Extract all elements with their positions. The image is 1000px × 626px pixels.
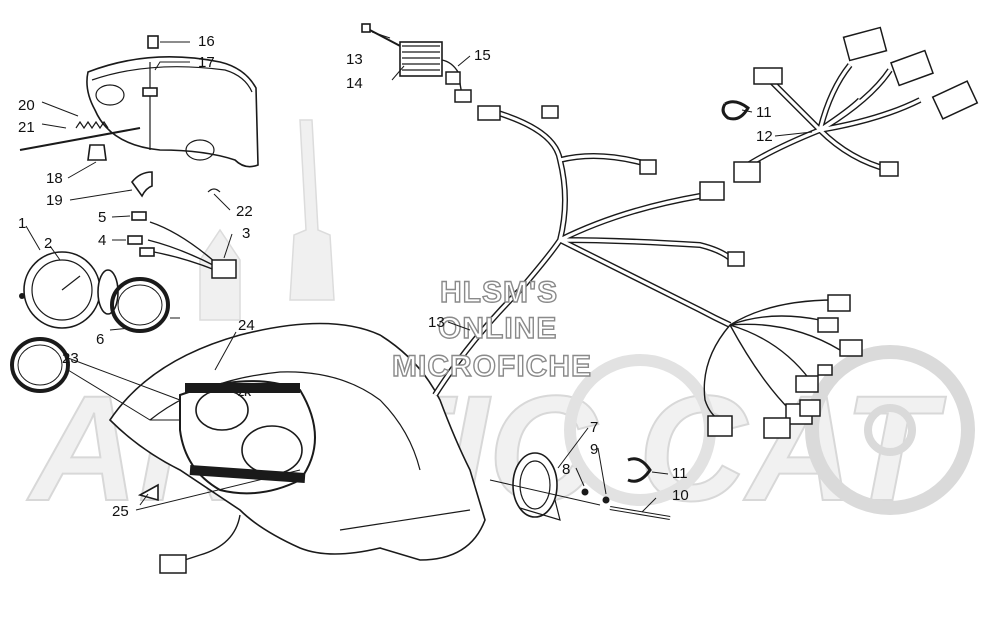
watermark-line-2: ONLINE [438,312,557,345]
gauge-screw [19,293,25,299]
grommet [87,144,107,161]
callout-21: 20 [18,97,35,114]
callout-8: 8 [562,461,570,478]
bulb-elbow [130,171,153,198]
callout-19: 18 [46,170,63,187]
callout-6: 6 [96,331,104,348]
gauge-bezel [10,337,70,393]
callout-15: 14 [346,75,363,92]
callout-4: 4 [98,232,106,249]
headlight-housing [86,56,259,168]
leader-lines [25,31,813,513]
callout-12: 12 [756,128,773,145]
watermark-text: HLSM'S ONLINE MICROFICHE [391,275,592,383]
callout-18: 17 [198,54,215,71]
callout-26: 25 [112,503,129,520]
gauge-opening-right [241,425,303,475]
sensor-cluster [489,452,671,521]
headlight-assembly [19,35,259,198]
callout-23: 22 [236,203,253,220]
headlight-lens-left [95,84,125,106]
adjust-screw [19,127,141,151]
watermark-line-3: MICROFICHE [392,350,592,383]
bolt [365,27,405,49]
watermark-line-1: HLSM'S [440,276,558,309]
spire-silhouette [289,119,335,301]
gauge-assembly [10,211,237,393]
gauge-connector [211,259,237,279]
callout-14: 13 [346,51,363,68]
callout-2: 2 [44,235,52,252]
callout-25: 24 [238,317,255,334]
pin [207,188,221,193]
callouts: 16 17 20 21 18 19 22 5 4 3 1 2 6 23 24 2… [18,33,773,520]
callout-20: 19 [46,192,63,209]
callout-3: 3 [242,225,250,242]
callout-5: 5 [98,209,106,226]
callout-22: 21 [18,119,35,136]
watermark-wheel [805,345,975,515]
callout-9: 9 [590,441,598,458]
harness-trunk [433,110,731,396]
harness-plug [699,181,725,201]
nut [581,488,589,496]
callout-1: 1 [18,215,26,232]
callout-17: 16 [198,33,215,50]
bulb [127,235,143,245]
clamp [721,100,750,121]
regulator-plug [445,71,461,85]
callout-7: 7 [590,419,598,436]
washer [602,496,610,504]
clip [147,35,159,49]
harness-branches [703,315,841,421]
harness-plug [477,105,501,121]
callout-11-lower: 11 [672,465,688,482]
bulb [131,211,147,221]
headlight-lens-right [185,139,215,161]
bulb-socket [142,87,158,97]
gauge-gasket [110,277,170,333]
callout-10: 10 [672,487,689,504]
decal-triangle [137,483,159,502]
sub-harness [721,26,979,183]
callout-16: 15 [474,47,491,64]
callout-11-upper: 11 [756,104,772,121]
callout-13: 13 [428,314,445,331]
regulator-assembly [361,23,472,103]
dash-logo: ZR [238,388,252,399]
spring [75,120,109,130]
dash-connector [159,554,187,574]
wiring-harness [432,105,863,439]
regulator [399,41,443,77]
dash-panel: ZR [108,322,486,574]
callout-24: 23 [62,350,79,367]
clamp [627,457,652,483]
sub-harness-plug [842,26,888,62]
